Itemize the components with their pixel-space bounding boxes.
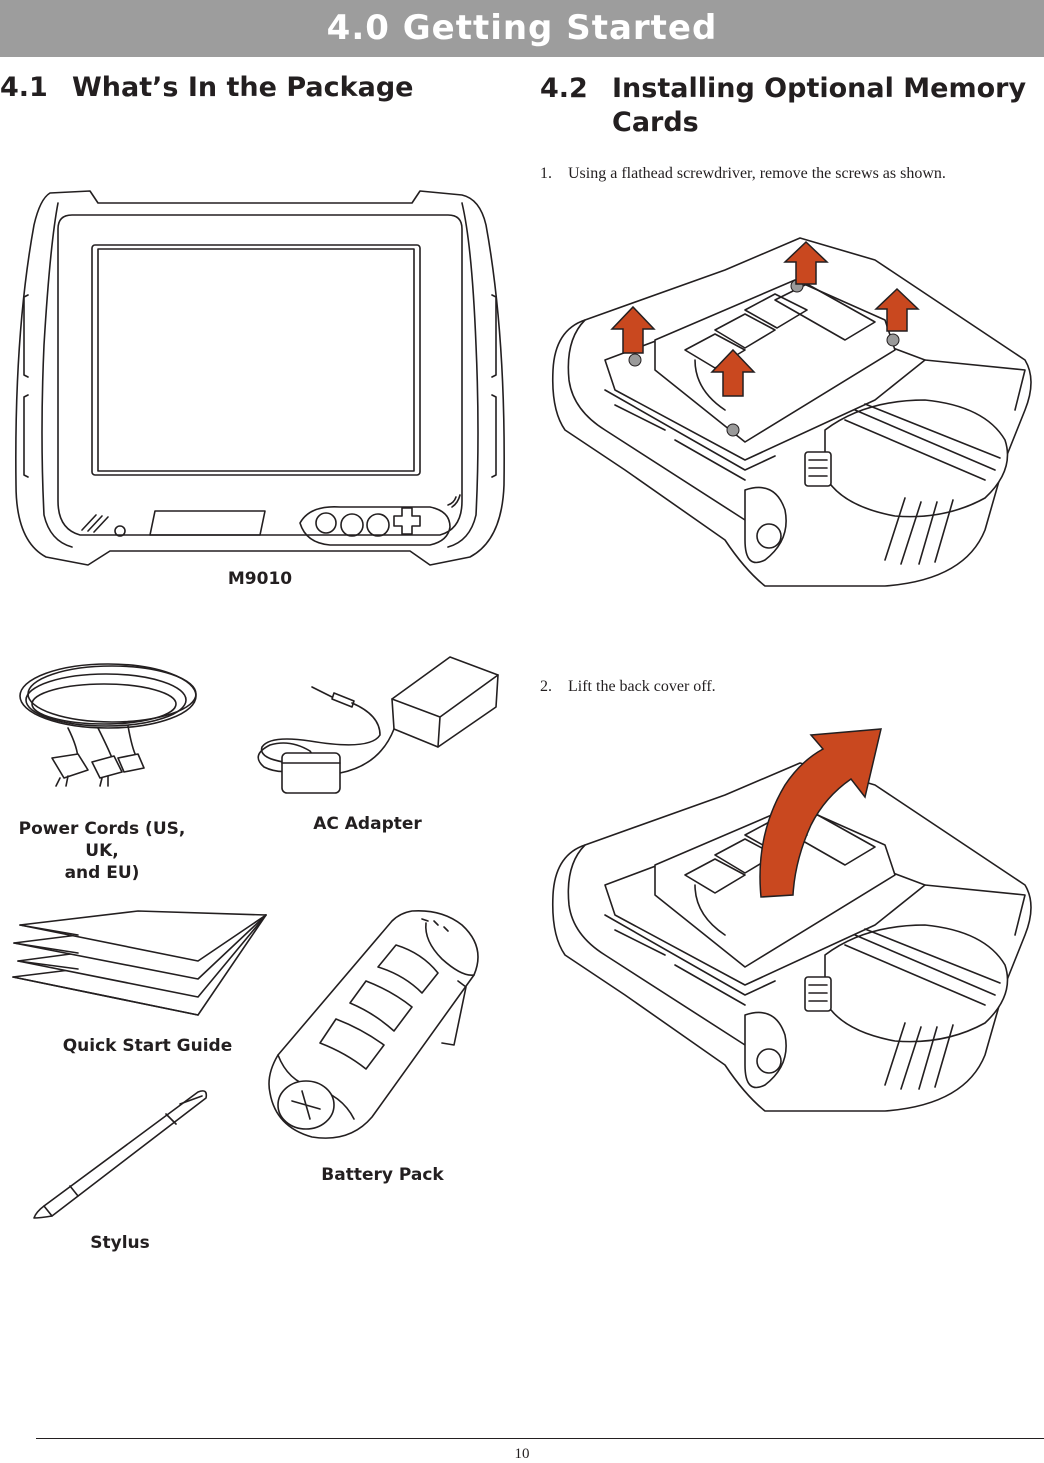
- caption-battery: Battery Pack: [310, 1165, 455, 1185]
- section-title: What’s In the Package: [72, 72, 413, 103]
- section-number: 4.2: [540, 72, 612, 106]
- chapter-banner: 4.0 Getting Started: [0, 0, 1044, 57]
- caption-power-cords-line1: Power Cords (US, UK,: [0, 818, 204, 862]
- page-number: 10: [0, 1446, 1044, 1463]
- screw-arrow-icon: [610, 305, 656, 355]
- caption-quick-start: Quick Start Guide: [50, 1036, 245, 1056]
- lift-arrow-icon: [755, 725, 885, 900]
- section-title-line2: Cards: [540, 106, 1030, 140]
- battery-pack-illustration: [262, 905, 492, 1145]
- tablet-front-illustration: [10, 185, 510, 575]
- footer-rule: [36, 1438, 1044, 1439]
- power-cords-illustration: [8, 658, 198, 793]
- caption-power-cords-line2: and EU): [0, 862, 204, 884]
- step-1: 1.Using a flathead screwdriver, remove t…: [540, 165, 946, 183]
- caption-ac-adapter: AC Adapter: [300, 814, 435, 834]
- step-text: Lift the back cover off.: [568, 678, 716, 695]
- step-text: Using a flathead screwdriver, remove the…: [568, 165, 946, 182]
- step-number: 1.: [540, 165, 568, 183]
- caption-device: M9010: [200, 569, 320, 589]
- section-title-line1: Installing Optional Memory: [612, 73, 1026, 104]
- stylus-illustration: [30, 1088, 212, 1224]
- ac-adapter-illustration: [250, 655, 500, 800]
- section-number: 4.1: [0, 72, 72, 103]
- screw-arrow-icon: [783, 240, 829, 286]
- quick-start-guide-illustration: [8, 905, 273, 1020]
- screw-arrow-icon: [874, 287, 920, 333]
- step-2: 2.Lift the back cover off.: [540, 678, 716, 696]
- caption-stylus: Stylus: [70, 1233, 170, 1253]
- screw-arrow-icon: [710, 348, 756, 398]
- step-number: 2.: [540, 678, 568, 696]
- caption-power-cords: Power Cords (US, UK, and EU): [0, 818, 204, 884]
